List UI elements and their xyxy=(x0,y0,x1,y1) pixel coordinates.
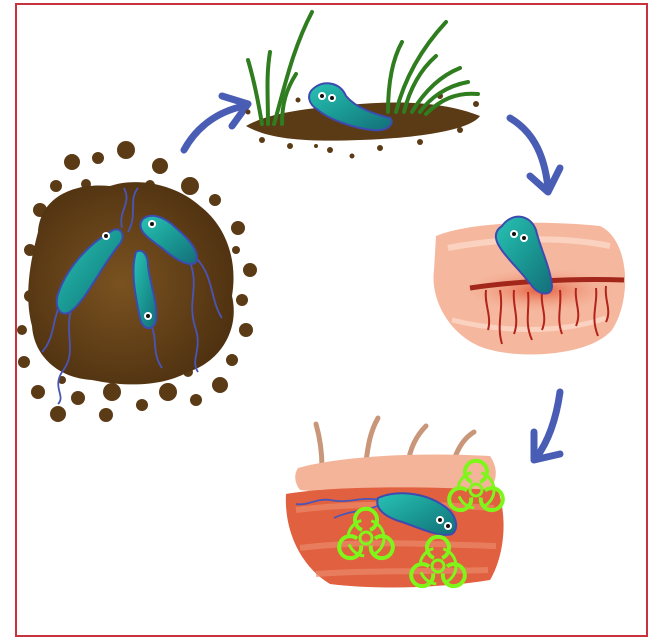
stage-infected-tissue xyxy=(286,418,507,590)
stage-soil-colony xyxy=(17,141,257,422)
arrow-icon xyxy=(510,118,560,192)
stage-grassy-soil xyxy=(246,12,481,159)
soil-mound xyxy=(28,182,234,384)
stage-skin-wound xyxy=(433,217,625,355)
arrow-icon xyxy=(184,96,248,150)
arrow-icon xyxy=(534,392,560,460)
